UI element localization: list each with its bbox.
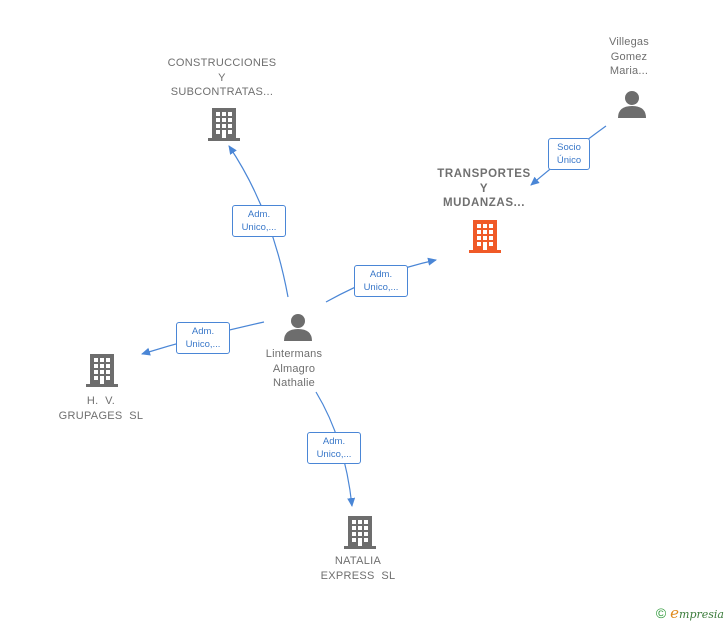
node-label-line: Y xyxy=(218,71,226,84)
edge-label-line: Unico,... xyxy=(185,339,221,350)
edge-label-construcciones[interactable]: Adm. Unico,... xyxy=(232,205,286,237)
copyright-symbol: © xyxy=(655,605,667,621)
node-label-line: TRANSPORTES xyxy=(437,168,531,180)
edge-label-line: Socio xyxy=(557,142,581,153)
node-label-line: EXPRESS SL xyxy=(320,569,396,582)
node-label-line: Gomez xyxy=(610,50,648,63)
node-label-line: Maria... xyxy=(609,65,649,77)
brand-logo[interactable]: empresia xyxy=(670,604,724,622)
node-label-hv: H. V. GRUPAGES SL xyxy=(21,394,181,423)
edge-label-villegas-socio[interactable]: Socio Único xyxy=(548,138,590,170)
node-label-line: SUBCONTRATAS... xyxy=(170,86,274,98)
node-label-natalia: NATALIA EXPRESS SL xyxy=(278,554,438,583)
edge-label-natalia[interactable]: Adm. Unico,... xyxy=(307,432,361,464)
building-icon[interactable] xyxy=(86,352,118,388)
node-label-lintermans: Lintermans Almagro Nathalie xyxy=(214,347,374,391)
person-icon[interactable] xyxy=(616,89,648,119)
edge-label-line: Adm. xyxy=(247,209,271,220)
edge-label-line: Unico,... xyxy=(316,449,352,460)
edge-label-line: Único xyxy=(556,155,582,166)
edge-label-line: Unico,... xyxy=(363,282,399,293)
node-label-line: CONSTRUCCIONES xyxy=(167,57,277,69)
edge-label-hv[interactable]: Adm. Unico,... xyxy=(176,322,230,354)
brand-initial: e xyxy=(670,604,680,622)
building-icon-highlighted[interactable] xyxy=(469,218,501,254)
node-label-line: H. V. xyxy=(86,395,116,407)
edge-label-line: Adm. xyxy=(322,436,346,447)
edge-label-line: Adm. xyxy=(369,269,393,280)
edge-label-line: Unico,... xyxy=(241,222,277,233)
edge-label-line: Adm. xyxy=(191,326,215,337)
person-icon[interactable] xyxy=(282,312,314,342)
footer-brand: © empresia xyxy=(656,604,724,622)
node-label-line: Almagro xyxy=(272,362,316,375)
brand-name: mpresia xyxy=(679,608,724,621)
node-label-line: NATALIA xyxy=(334,555,382,567)
node-label-line: Y xyxy=(479,182,489,195)
building-icon[interactable] xyxy=(344,514,376,550)
node-label-transportes: TRANSPORTES Y MUDANZAS... xyxy=(404,167,564,211)
node-label-line: GRUPAGES SL xyxy=(58,409,144,422)
node-label-line: Villegas xyxy=(609,36,649,48)
building-icon[interactable] xyxy=(208,106,240,142)
node-label-villegas: Villegas Gomez Maria... xyxy=(549,35,709,79)
node-label-line: Nathalie xyxy=(273,377,315,389)
edge-label-transportes[interactable]: Adm. Unico,... xyxy=(354,265,408,297)
node-label-line: Lintermans xyxy=(265,348,323,360)
node-label-construcciones: CONSTRUCCIONES Y SUBCONTRATAS... xyxy=(142,56,302,100)
node-label-line: MUDANZAS... xyxy=(443,197,525,209)
